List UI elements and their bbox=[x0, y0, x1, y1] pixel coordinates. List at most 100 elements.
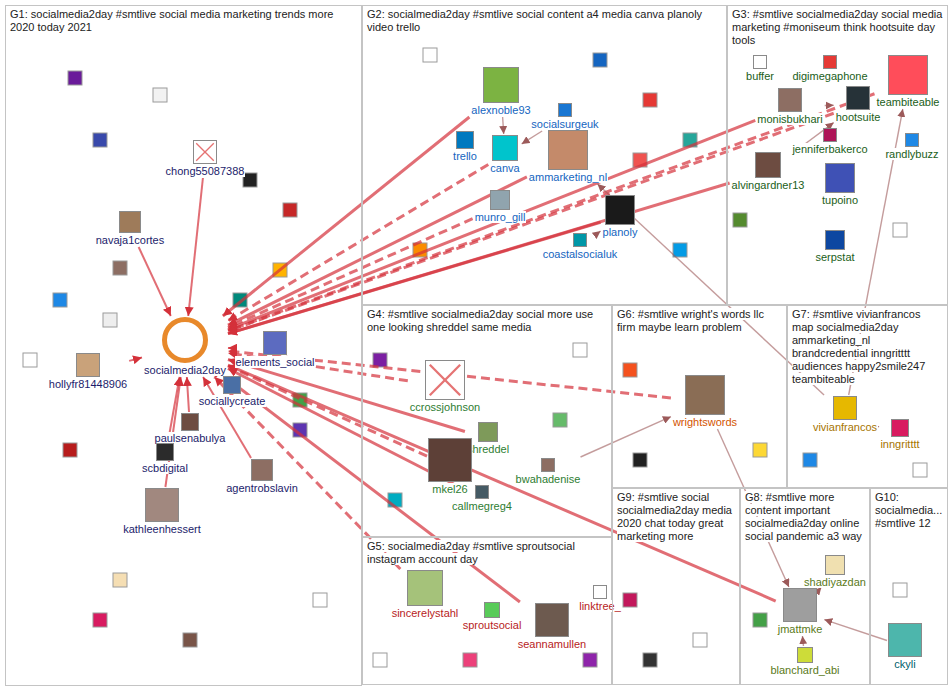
account-label: munro_gill bbox=[474, 211, 527, 223]
account-node: kathleenhessert bbox=[122, 488, 202, 535]
group-heading-box: G9: #smtlive social socialmedia2day medi… bbox=[613, 489, 739, 543]
group-panel: G8: #smtlive more content important soci… bbox=[740, 488, 870, 685]
account-node: randlybuzz bbox=[884, 133, 939, 160]
account-node: serpstat bbox=[814, 230, 855, 263]
account-label: socialmedia2day bbox=[143, 364, 227, 376]
account-node: bwahadenise bbox=[515, 458, 582, 485]
avatar-thumb bbox=[623, 363, 637, 377]
avatar-icon bbox=[251, 459, 273, 481]
group-heading: G6: #smtlive wright's words llc firm may… bbox=[617, 308, 764, 333]
account-label: canva bbox=[489, 162, 520, 174]
avatar-icon bbox=[753, 55, 767, 69]
avatar-icon bbox=[558, 103, 572, 117]
avatar-icon bbox=[428, 438, 472, 482]
account-label: callmegreg4 bbox=[451, 500, 513, 512]
avatar-icon bbox=[541, 458, 555, 472]
avatar-icon bbox=[156, 443, 174, 461]
avatar-icon bbox=[888, 623, 922, 657]
account-node: blanchard_abi bbox=[769, 647, 840, 676]
avatar-icon bbox=[685, 375, 725, 415]
avatar-icon bbox=[755, 152, 781, 178]
avatar-icon bbox=[119, 211, 141, 233]
avatar-thumb bbox=[643, 93, 657, 107]
account-node: sincerelystahl bbox=[391, 570, 460, 619]
connector bbox=[522, 131, 542, 144]
account-node: agentrobslavin bbox=[225, 459, 299, 494]
account-label: shadiyazdan bbox=[803, 576, 867, 588]
broken-image-cross bbox=[196, 143, 214, 161]
account-label: seannamullen bbox=[517, 638, 588, 650]
account-label: coastalsocialuk bbox=[542, 248, 619, 260]
account-node: navaja1cortes bbox=[95, 211, 166, 246]
account-label: scbdigital bbox=[141, 462, 189, 474]
group-panel: G6: #smtlive wright's words llc firm may… bbox=[612, 305, 787, 488]
account-node: sociallycreate bbox=[198, 376, 267, 407]
account-label: alexnoble93 bbox=[470, 104, 531, 116]
avatar-thumb bbox=[113, 573, 127, 587]
connector bbox=[581, 417, 671, 457]
avatar-thumb bbox=[68, 71, 82, 85]
avatar-thumb bbox=[673, 243, 687, 257]
avatar-icon bbox=[193, 140, 217, 164]
account-node: hootsuite bbox=[835, 86, 882, 123]
avatar-thumb bbox=[53, 293, 67, 307]
account-node: wrightswords bbox=[672, 375, 738, 428]
account-label: alvingardner13 bbox=[731, 179, 806, 191]
avatar-icon bbox=[407, 570, 443, 606]
account-node: inngritttt bbox=[879, 419, 920, 450]
avatar-thumb bbox=[623, 593, 637, 607]
account-label: ckyli bbox=[893, 658, 916, 670]
connector bbox=[824, 620, 887, 641]
connector bbox=[228, 113, 834, 331]
account-label: mkel26 bbox=[431, 483, 468, 495]
group-panel: G2: socialmedia2day #smtlive social cont… bbox=[362, 5, 727, 305]
account-node: socialmedia2day bbox=[143, 317, 227, 376]
group-heading-box: G7: #smtlive vivianfrancos map socialmed… bbox=[788, 306, 947, 386]
connector bbox=[228, 177, 527, 325]
avatar-icon bbox=[825, 163, 855, 193]
connector bbox=[129, 358, 142, 361]
avatar-icon bbox=[478, 422, 498, 442]
broken-image bbox=[426, 361, 464, 399]
account-label: teambiteable bbox=[876, 96, 941, 108]
connector bbox=[139, 247, 171, 316]
avatar-thumb bbox=[593, 53, 607, 67]
group-heading: G10: socialmedia... #smtlive 12 bbox=[875, 491, 942, 529]
avatar-icon bbox=[833, 396, 857, 420]
account-label: kathleenhessert bbox=[122, 523, 202, 535]
avatar-icon bbox=[905, 133, 919, 147]
group-panel: G10: socialmedia... #smtlive 12 ckyli bbox=[870, 488, 948, 685]
avatar-icon bbox=[891, 419, 909, 437]
avatar-icon bbox=[483, 67, 519, 103]
connector bbox=[228, 347, 234, 349]
avatar-icon bbox=[548, 130, 588, 170]
account-node: canva bbox=[489, 135, 520, 174]
account-node: jmattmke bbox=[777, 588, 824, 635]
account-label: blanchard_abi bbox=[769, 664, 840, 676]
account-node: mkel26 bbox=[428, 438, 472, 495]
avatar-thumb bbox=[63, 443, 77, 457]
connector bbox=[825, 105, 834, 107]
avatar-thumb bbox=[463, 653, 477, 667]
broken-image-cross bbox=[430, 365, 460, 395]
group-heading: G7: #smtlive vivianfrancos map socialmed… bbox=[792, 308, 925, 385]
account-label: inngritttt bbox=[879, 438, 920, 450]
account-label: hollyfr81448906 bbox=[48, 378, 128, 390]
avatar-thumb bbox=[423, 48, 437, 62]
avatar-thumb bbox=[753, 443, 767, 457]
account-node: hollyfr81448906 bbox=[48, 353, 128, 390]
account-label: bwahadenise bbox=[515, 473, 582, 485]
avatar-thumb bbox=[313, 593, 327, 607]
account-node: linktree_ bbox=[578, 585, 622, 612]
avatar-icon bbox=[573, 233, 587, 247]
account-label: navaja1cortes bbox=[95, 234, 166, 246]
avatar-icon bbox=[425, 360, 465, 400]
account-node: alexnoble93 bbox=[470, 67, 531, 116]
account-label: monisbukhari bbox=[756, 113, 823, 125]
account-node: coastalsocialuk bbox=[542, 233, 619, 260]
group-heading: G9: #smtlive social socialmedia2day medi… bbox=[617, 491, 732, 542]
group-panel: G9: #smtlive social socialmedia2day medi… bbox=[612, 488, 740, 685]
avatar-thumb bbox=[583, 653, 597, 667]
avatar-thumb bbox=[103, 313, 117, 327]
account-node: socialsurgeuk bbox=[530, 103, 599, 130]
